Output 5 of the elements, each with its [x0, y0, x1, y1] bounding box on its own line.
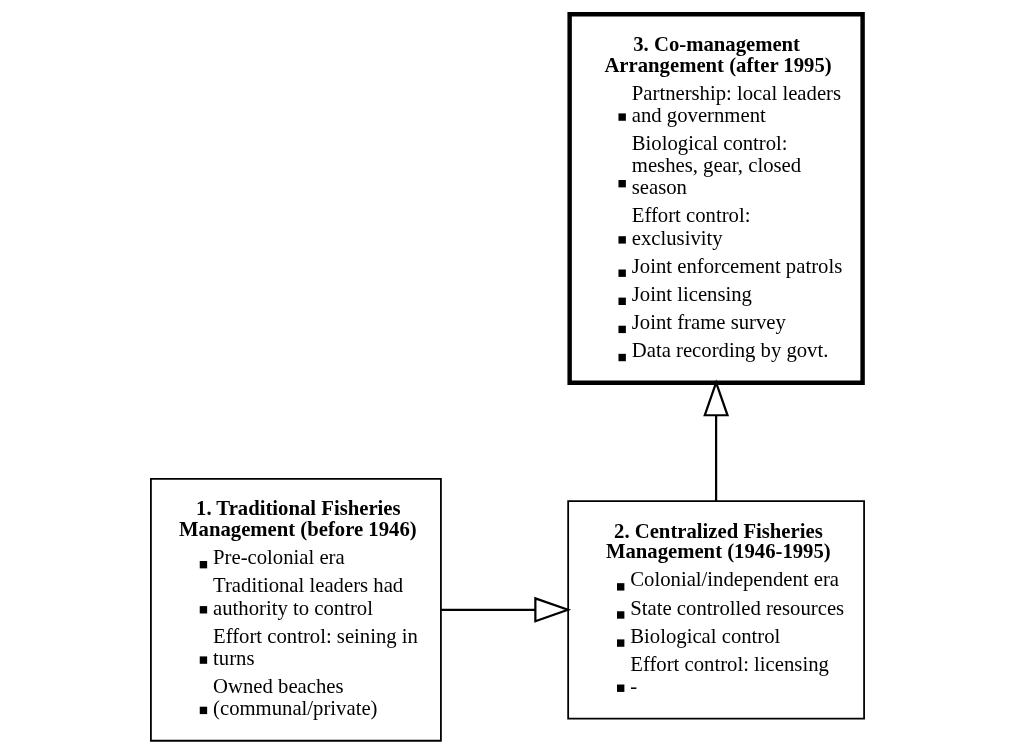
node-box: 1. Traditional Fisheries Management (before 1946) Pre-colonial era Traditional leaders had authority to control Effort control: seining in turns Owned beaches (communal/private)	[149, 477, 442, 742]
node-box: 3. Co-management Arrangement (after 1995) Partnership: local leaders and government Biological control: meshes, gear, closed season Effort control: exclusivity Joint enforcement patrols Joint licensing Joint frame survey Data recording by govt.	[566, 12, 865, 385]
node-box: 2. Centralized Fisheries Management (1946-1995) Colonial/independent era State controlled resources Biological control Effort control: licensing -	[566, 500, 865, 720]
arrow	[702, 379, 729, 501]
arrow	[440, 596, 571, 623]
